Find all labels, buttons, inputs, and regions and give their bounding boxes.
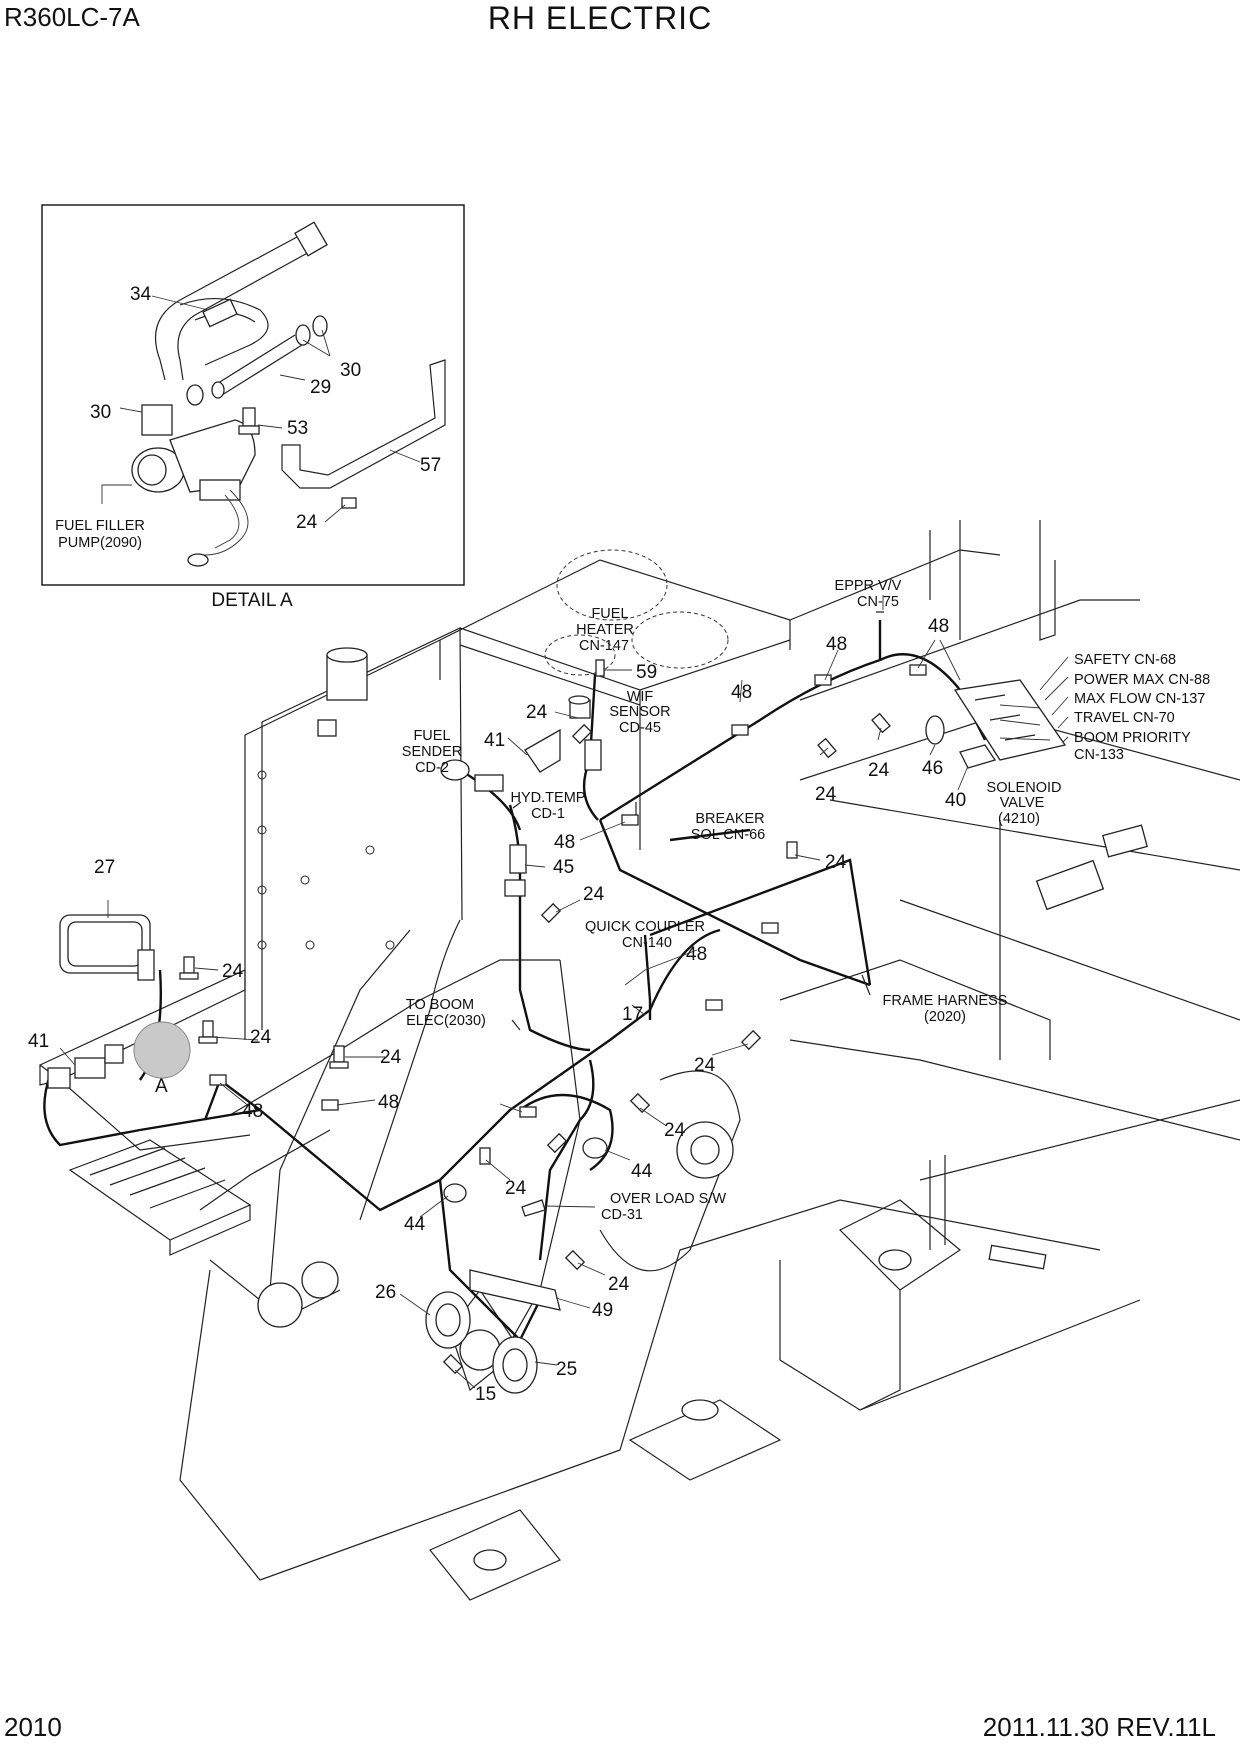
callout: 48: [554, 832, 575, 853]
callout: 24: [250, 1027, 272, 1048]
connector-label: (4210): [998, 811, 1040, 827]
callout: 40: [945, 790, 966, 811]
callout: 48: [242, 1101, 263, 1122]
callout: 24: [815, 784, 837, 805]
callout: 24: [825, 852, 847, 873]
detail-callout: 57: [420, 455, 441, 476]
leader-lines: [59, 595, 1069, 1389]
fuel-filler-pump-label: FUEL FILLER: [55, 518, 145, 534]
callout: 44: [631, 1161, 653, 1182]
callout: 15: [475, 1384, 496, 1405]
connector-label: EPPR V/V: [835, 578, 902, 594]
connector-label: WIF: [627, 689, 654, 705]
callout: 48: [826, 634, 847, 655]
connector-label: HEATER: [576, 622, 634, 638]
model-number: R360LC-7A: [4, 2, 140, 32]
callout: 44: [404, 1214, 426, 1235]
callout: 24: [526, 702, 548, 723]
callout: 24: [222, 961, 244, 982]
connector-label: CD-2: [415, 760, 449, 776]
harness-components: [47, 659, 1067, 1394]
detail-callout: 30: [90, 402, 111, 423]
upper-frame-structure: [38, 520, 1240, 1601]
connector-label: ELEC(2030): [406, 1013, 486, 1029]
detail-callout: 53: [287, 418, 308, 439]
callout: 49: [592, 1300, 613, 1321]
callout-numbers: 48 48 48 24 24 46 40 59 24 41 48 24 45 2…: [28, 616, 966, 1405]
connector-label: FUEL: [413, 728, 450, 744]
callout: 45: [553, 857, 574, 878]
detail-callout: 29: [310, 377, 331, 398]
page-title: RH ELECTRIC: [487, 0, 713, 36]
connector-label: CN-140: [622, 935, 672, 951]
connector-label: CD-1: [531, 806, 565, 822]
connector-label: OVER LOAD S/W: [610, 1191, 726, 1207]
valve-connector-label: MAX FLOW CN-137: [1074, 691, 1205, 707]
connector-label: (2020): [924, 1009, 966, 1025]
connector-label: CN-75: [857, 594, 899, 610]
callout: 48: [731, 682, 752, 703]
valve-connector-label: POWER MAX CN-88: [1074, 672, 1210, 688]
detail-a-panel: 34 30 29 30 53 57 24 FUEL FILLER PUMP(20…: [41, 204, 465, 586]
connector-label: QUICK COUPLER: [585, 919, 705, 935]
connector-label: VALVE: [1000, 795, 1045, 811]
valve-connector-label: SAFETY CN-68: [1074, 652, 1176, 668]
callout: 48: [686, 944, 707, 965]
callout: 24: [505, 1178, 527, 1199]
connector-label: TO BOOM: [406, 997, 474, 1013]
callout: 26: [375, 1282, 396, 1303]
valve-connector-label: CN-133: [1074, 747, 1124, 763]
connector-label: SOL CN-66: [691, 827, 765, 843]
callout: 24: [608, 1274, 630, 1295]
detail-callout: 30: [340, 360, 361, 381]
callout: 25: [556, 1359, 577, 1380]
connector-label: SOLENOID: [987, 780, 1062, 796]
callout: 24: [380, 1047, 402, 1068]
valve-connector-label: TRAVEL CN-70: [1074, 710, 1175, 726]
detail-callout: 34: [130, 284, 152, 305]
connector-label: CD-45: [619, 720, 661, 736]
connector-label: HYD.TEMP: [511, 790, 586, 806]
callout: 48: [928, 616, 949, 637]
callout: 41: [484, 730, 505, 751]
callout: 24: [664, 1120, 686, 1141]
detail-callout: 24: [296, 512, 318, 533]
connector-label: SENSOR: [609, 704, 670, 720]
connector-label: CD-31: [601, 1207, 643, 1223]
valve-connector-label: BOOM PRIORITY: [1074, 730, 1191, 746]
callout: 48: [378, 1092, 399, 1113]
callout: 24: [583, 884, 605, 905]
page-number: 2010: [4, 1712, 62, 1742]
connector-label: FRAME HARNESS: [883, 993, 1008, 1009]
detail-a-caption: DETAIL A: [211, 590, 293, 611]
connector-label: SENDER: [402, 744, 462, 760]
connector-label: FUEL: [591, 606, 628, 622]
connector-labels: EPPR V/V CN-75 FUEL HEATER CN-147 WIF SE…: [402, 578, 1210, 1223]
callout: 24: [868, 760, 890, 781]
connector-label: CN-147: [579, 638, 629, 654]
revision-date: 2011.11.30 REV.11L: [982, 1712, 1216, 1742]
callout: 46: [922, 758, 943, 779]
connector-label: BREAKER: [695, 811, 764, 827]
callout: 17: [622, 1004, 643, 1025]
fuel-filler-pump-label: PUMP(2090): [58, 535, 142, 551]
detail-a-marker: A: [155, 1076, 168, 1097]
callout: 59: [636, 662, 657, 683]
callout: 27: [94, 857, 115, 878]
callout: 41: [28, 1031, 49, 1052]
callout: 24: [694, 1055, 716, 1076]
